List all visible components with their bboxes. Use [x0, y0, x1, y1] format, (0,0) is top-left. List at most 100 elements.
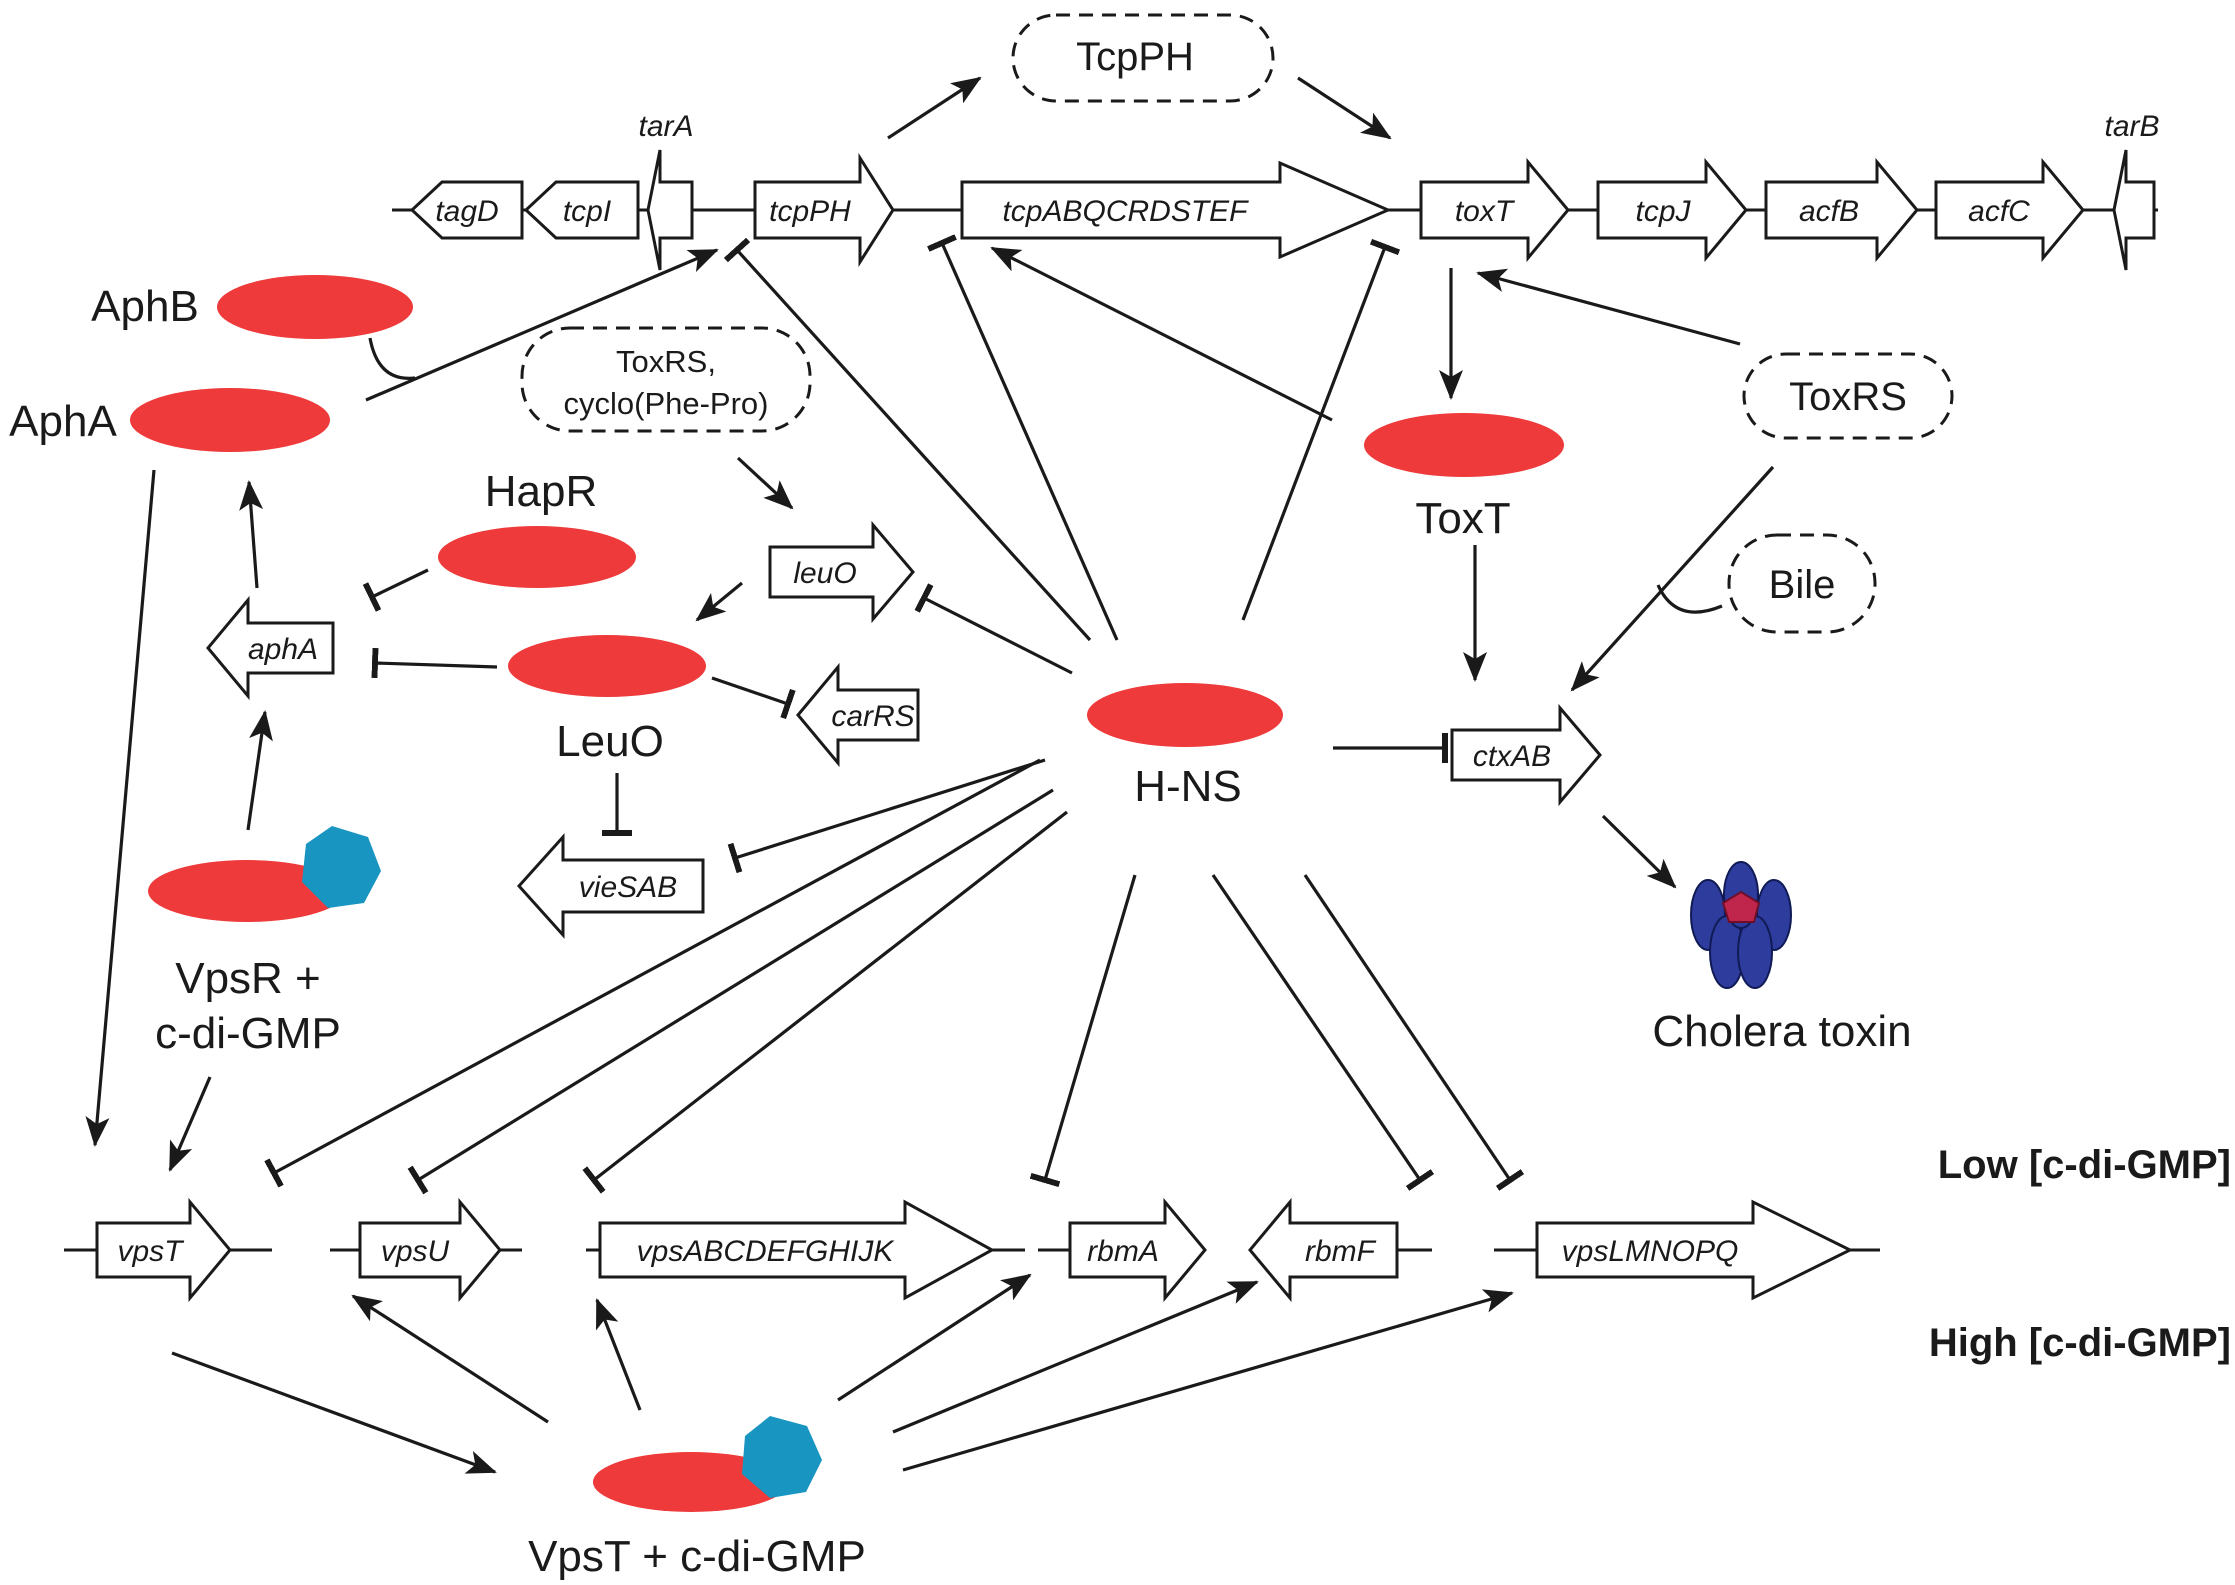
gene-vpsT: vpsT: [95, 1197, 232, 1303]
c-di-GMP-hexagon-lower: [742, 1416, 822, 1498]
gene-ctxAB: ctxAB: [1450, 703, 1602, 807]
gene-tagD-label: tagD: [435, 195, 498, 228]
protein-VpsT-label: VpsT + c-di-GMP: [528, 1532, 866, 1581]
arrow-VpsT-to-vpsU: [351, 1294, 549, 1424]
protein-ToxT: ToxT: [1364, 413, 1564, 543]
gene-tarB-label: tarB: [2104, 110, 2159, 143]
signal-Bile: Bile: [1727, 533, 1877, 634]
arrow-tcpPH-to-TcpPH: [887, 76, 982, 140]
gene-tcpJ: tcpJ: [1596, 157, 1748, 263]
signal-ToxRS-cyclo: ToxRS, cyclo(Phe-Pro): [520, 326, 812, 433]
arrow-aphA-to-AphA: [239, 480, 264, 589]
repress-LeuO-carRS: [711, 676, 796, 720]
arrow-VpsT-to-rbmF: [892, 1280, 1259, 1434]
arrow-AphA-to-tcpPH: [365, 248, 719, 402]
arrow-ToxRS-cyclo-to-leuO: [736, 456, 794, 510]
signal-ToxRS-cyclo-line2: cyclo(Phe-Pro): [564, 386, 769, 421]
gene-vpsABCDEFGHIJK-label: vpsABCDEFGHIJK: [637, 1235, 896, 1268]
aphB-cooperation-curve: [368, 337, 416, 380]
repress-HNS-vieSAB: [727, 758, 1046, 874]
tcp-island-operon: tagD tcpI tarA tcpPH tcpABQCRDSTEF toxT …: [392, 110, 2160, 271]
arrow-VpsR-to-vpsT: [168, 1076, 212, 1172]
repress-HNS-rbmA: [1029, 874, 1137, 1188]
protein-AphA-label: AphA: [9, 397, 117, 446]
gene-acfB: acfB: [1764, 157, 1919, 263]
gene-vpsLMNOPQ-label: vpsLMNOPQ: [1562, 1235, 1739, 1268]
bile-modulation-curve: [1656, 584, 1723, 614]
gene-carRS-label: carRS: [831, 700, 914, 733]
arrow-VpsR-to-aphA: [246, 710, 273, 831]
gene-ctxAB-label: ctxAB: [1473, 740, 1551, 773]
gene-vpsU-label: vpsU: [381, 1235, 450, 1268]
signal-Bile-label: Bile: [1769, 563, 1836, 607]
gene-acfB-label: acfB: [1799, 195, 1859, 228]
protein-VpsT-cdigmp: VpsT + c-di-GMP: [528, 1416, 866, 1581]
activation-arrows: [85, 76, 1775, 1474]
arrow-VpsT-to-vpsLMNOPQ: [902, 1289, 1514, 1472]
protein-HapR-label: HapR: [485, 467, 598, 516]
gene-aphA: aphA: [206, 595, 335, 701]
arrow-VpsT-to-rbmA: [837, 1273, 1032, 1402]
vps-operon: vpsT vpsU vpsABCDEFGHIJK rbmA rbmF vpsLM…: [64, 1197, 1880, 1303]
protein-ToxT-label: ToxT: [1415, 494, 1510, 543]
repress-HNS-vpsT: [264, 758, 1041, 1188]
arrow-TcpPH-to-toxT: [1297, 76, 1392, 140]
gene-tcpI: tcpI: [523, 180, 640, 240]
gene-tcpI-label: tcpI: [563, 195, 611, 228]
gene-tcpABQCRDSTEF-label: tcpABQCRDSTEF: [1002, 195, 1249, 228]
gene-vpsABCDEFGHIJK: vpsABCDEFGHIJK: [598, 1199, 996, 1301]
gene-tcpPH: tcpPH: [753, 152, 895, 268]
c-di-GMP-hexagon-upper: [302, 826, 381, 908]
gene-rbmA: rbmA: [1068, 1197, 1207, 1303]
gene-toxT: toxT: [1419, 157, 1570, 263]
arrow-ToxRS-to-toxT: [1476, 268, 1741, 346]
signal-ToxRS: ToxRS: [1742, 352, 1954, 440]
gene-rbmA-label: rbmA: [1087, 1235, 1159, 1268]
protein-AphA: AphA: [9, 388, 330, 452]
gene-acfC-label: acfC: [1968, 195, 2030, 228]
arrow-leuO-to-LeuO: [695, 581, 744, 622]
gene-tagD: tagD: [409, 180, 524, 240]
protein-HNS-label: H-NS: [1134, 762, 1242, 811]
gene-vpsT-label: vpsT: [117, 1235, 185, 1268]
gene-vpsLMNOPQ: vpsLMNOPQ: [1535, 1199, 1854, 1301]
gene-carRS: carRS: [796, 662, 920, 768]
gene-acfC: acfC: [1934, 157, 2085, 263]
protein-LeuO-label: LeuO: [556, 717, 664, 766]
gene-tarA-label: tarA: [638, 110, 693, 143]
protein-VpsR-label-line1: VpsR +: [175, 954, 321, 1003]
gene-rbmF-label: rbmF: [1305, 1235, 1377, 1268]
repress-HNS-tcpABQ: [927, 234, 1119, 641]
repress-HNS-vpsABC: [582, 810, 1068, 1194]
repress-HapR-aphA: [362, 568, 429, 612]
protein-VpsR-cdigmp: VpsR + c-di-GMP: [148, 826, 381, 1058]
repress-HNS-toxT: [1241, 238, 1401, 621]
arrow-ToxRS-to-ctxAB: [1570, 465, 1775, 692]
cholera-toxin-icon: [1690, 861, 1792, 989]
arrow-VpsT-to-vpsABC: [595, 1298, 642, 1411]
protein-AphB-label: AphB: [91, 282, 199, 331]
repress-LeuO-aphA: [371, 647, 498, 679]
signal-TcpPH: TcpPH: [1011, 13, 1275, 103]
cholera-toxin-label: Cholera toxin: [1652, 1007, 1911, 1056]
gene-tcpPH-label: tcpPH: [769, 195, 851, 228]
repress-HNS-leuO: [914, 583, 1073, 675]
gene-tcpABQCRDSTEF: tcpABQCRDSTEF: [960, 160, 1392, 260]
protein-HNS: H-NS: [1087, 683, 1283, 811]
low-c-di-GMP-label: Low [c-di-GMP]: [1938, 1143, 2231, 1187]
gene-tarB: tarB: [2104, 110, 2160, 271]
arrow-AphA-to-vpsT: [85, 469, 156, 1147]
repress-HNS-rbmF: [1211, 874, 1435, 1191]
gene-leuO-label: leuO: [793, 557, 856, 590]
gene-vieSAB: vieSAB: [516, 833, 705, 939]
arrow-ctxAB-to-cholera-toxin: [1601, 814, 1677, 889]
repress-HNS-vpsLMNOPQ: [1303, 874, 1525, 1191]
arrow-vpsT-to-VpsT: [171, 1351, 497, 1474]
signal-TcpPH-label: TcpPH: [1076, 35, 1194, 79]
gene-vpsU: vpsU: [358, 1197, 502, 1303]
protein-AphB: AphB: [91, 275, 413, 339]
repression-lines: [264, 234, 1525, 1195]
repress-HNS-vpsU: [407, 788, 1054, 1195]
protein-HapR: HapR: [438, 467, 636, 588]
